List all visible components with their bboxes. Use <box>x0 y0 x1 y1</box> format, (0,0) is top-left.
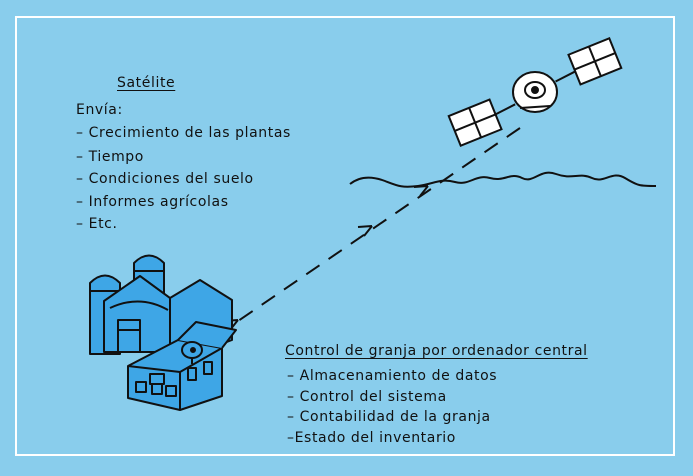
farm-buildings-icon <box>89 254 237 411</box>
satellite-item: – Tiempo <box>76 149 144 165</box>
white-frame <box>15 16 675 456</box>
satellite-subtitle: Envía: <box>76 102 123 118</box>
farm-item: –Estado del inventario <box>287 430 456 446</box>
satellite-item: – Crecimiento de las plantas <box>76 125 291 141</box>
satellite-item: – Informes agrícolas <box>76 194 229 210</box>
satellite-icon <box>447 36 623 148</box>
farm-item: – Almacenamiento de datos <box>287 368 498 384</box>
farm-title: Control de granja por ordenador central <box>285 343 588 359</box>
farm-item: – Control del sistema <box>287 389 447 405</box>
horizon-line <box>349 171 657 188</box>
satellite-title: Satélite <box>117 75 176 91</box>
signal-line <box>221 127 521 333</box>
satellite-item: – Condiciones del suelo <box>76 171 254 187</box>
farm-item: – Contabilidad de la granja <box>287 409 491 425</box>
satellite-item: – Etc. <box>76 216 118 232</box>
